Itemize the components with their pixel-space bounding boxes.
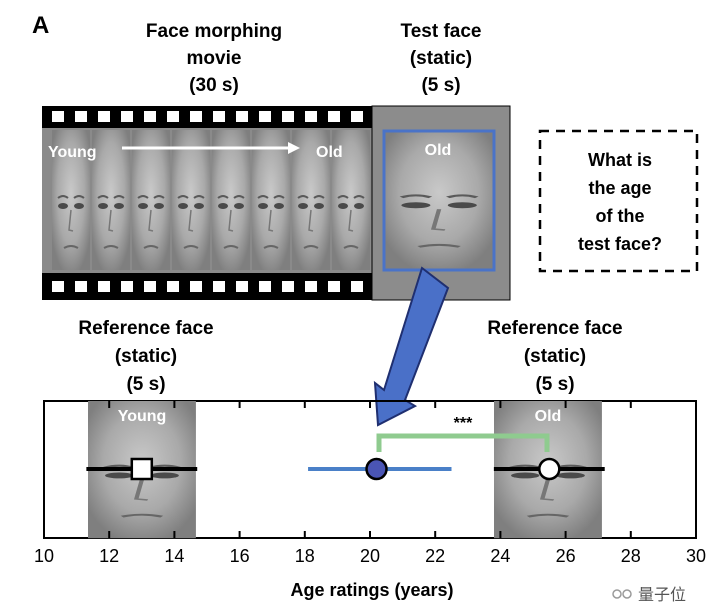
data-point-square	[130, 457, 154, 481]
sprocket-hole	[351, 281, 363, 292]
x-tick-label: 12	[99, 546, 119, 566]
sprocket-hole	[190, 111, 202, 122]
x-tick-label: 14	[164, 546, 184, 566]
x-tick-label: 30	[686, 546, 706, 566]
x-tick-label: 18	[295, 546, 315, 566]
test-face-title: Test face (static) (5 s)	[401, 21, 482, 96]
svg-text:(static): (static)	[115, 346, 177, 367]
sprocket-hole	[167, 111, 179, 122]
reference-right-title: Reference face (static) (5 s)	[487, 318, 622, 395]
sprocket-hole	[236, 111, 248, 122]
sprocket-hole	[121, 111, 133, 122]
significance-bracket: ***	[376, 415, 550, 452]
film-sprockets-top	[52, 111, 363, 122]
morph-face-frame	[131, 129, 171, 271]
svg-text:Reference face: Reference face	[78, 318, 213, 339]
panel-label: A	[32, 12, 49, 39]
sprocket-hole	[259, 111, 271, 122]
svg-text:Test face: Test face	[401, 21, 482, 42]
sprocket-hole	[259, 281, 271, 292]
reference-left-title: Reference face (static) (5 s)	[78, 318, 213, 395]
watermark-text: 量子位	[638, 585, 686, 604]
test-face-label: Old	[425, 142, 452, 159]
significance-label: ***	[454, 415, 473, 432]
x-tick-label: 16	[230, 546, 250, 566]
sprocket-hole	[144, 111, 156, 122]
sprocket-hole	[98, 111, 110, 122]
x-axis-label: Age ratings (years)	[290, 580, 453, 600]
sprocket-hole	[144, 281, 156, 292]
svg-text:(static): (static)	[524, 346, 586, 367]
sprocket-hole	[282, 111, 294, 122]
sprocket-hole	[167, 281, 179, 292]
sprocket-hole	[121, 281, 133, 292]
morph-face-frame	[211, 129, 251, 271]
svg-text:of the: of the	[596, 206, 645, 226]
sprocket-hole	[52, 111, 64, 122]
sprocket-hole	[213, 281, 225, 292]
sprocket-hole	[213, 111, 225, 122]
svg-text:(5 s): (5 s)	[126, 374, 165, 395]
x-tick-label: 10	[34, 546, 54, 566]
question-box: What is the age of the test face?	[538, 129, 699, 273]
x-tick-label: 28	[621, 546, 641, 566]
reference-face-old: Old	[494, 401, 602, 538]
movie-title: Face morphing movie (30 s)	[146, 21, 282, 96]
data-point-circle	[365, 457, 388, 481]
morph-face-frame	[91, 129, 131, 271]
x-tick-label: 22	[425, 546, 445, 566]
svg-text:the age: the age	[588, 178, 651, 198]
sprocket-hole	[75, 111, 87, 122]
reference-face-young: Young	[88, 401, 196, 538]
data-marks	[86, 457, 605, 481]
sprocket-hole	[236, 281, 248, 292]
sprocket-hole	[52, 281, 64, 292]
svg-text:What is: What is	[588, 150, 652, 170]
watermark: 量子位	[612, 585, 686, 604]
svg-text:Face morphing: Face morphing	[146, 21, 282, 42]
sprocket-hole	[328, 281, 340, 292]
sprocket-hole	[98, 281, 110, 292]
svg-text:(30 s): (30 s)	[189, 75, 239, 96]
svg-text:Reference face: Reference face	[487, 318, 622, 339]
film-strip: Young Old	[42, 106, 372, 300]
sprocket-hole	[328, 111, 340, 122]
svg-text:(5 s): (5 s)	[421, 75, 460, 96]
arrow-head-icon	[288, 142, 300, 154]
svg-text:(5 s): (5 s)	[535, 374, 574, 395]
sprocket-hole	[305, 281, 317, 292]
svg-text:Old: Old	[535, 408, 562, 425]
movie-label-young: Young	[48, 144, 97, 161]
svg-text:(static): (static)	[410, 48, 472, 69]
sprocket-hole	[305, 111, 317, 122]
morph-face-frame	[251, 129, 291, 271]
morph-face-frame	[171, 129, 211, 271]
movie-label-old: Old	[316, 144, 343, 161]
test-face-panel: Old	[371, 105, 511, 301]
x-tick-label: 26	[556, 546, 576, 566]
test-face-frame	[382, 129, 496, 272]
svg-text:Young: Young	[118, 408, 167, 425]
sprocket-hole	[282, 281, 294, 292]
sprocket-hole	[75, 281, 87, 292]
svg-text:movie: movie	[187, 48, 242, 69]
x-axis: 10 12 14 16 18 20 22 24 26 28 30	[34, 401, 706, 566]
x-tick-label: 20	[360, 546, 380, 566]
film-sprockets-bottom	[52, 281, 363, 292]
x-tick-label: 24	[490, 546, 510, 566]
data-point-circle	[538, 457, 561, 481]
sprocket-hole	[351, 111, 363, 122]
test-to-rating-arrow	[373, 266, 450, 427]
sprocket-hole	[190, 281, 202, 292]
svg-text:test face?: test face?	[578, 234, 662, 254]
